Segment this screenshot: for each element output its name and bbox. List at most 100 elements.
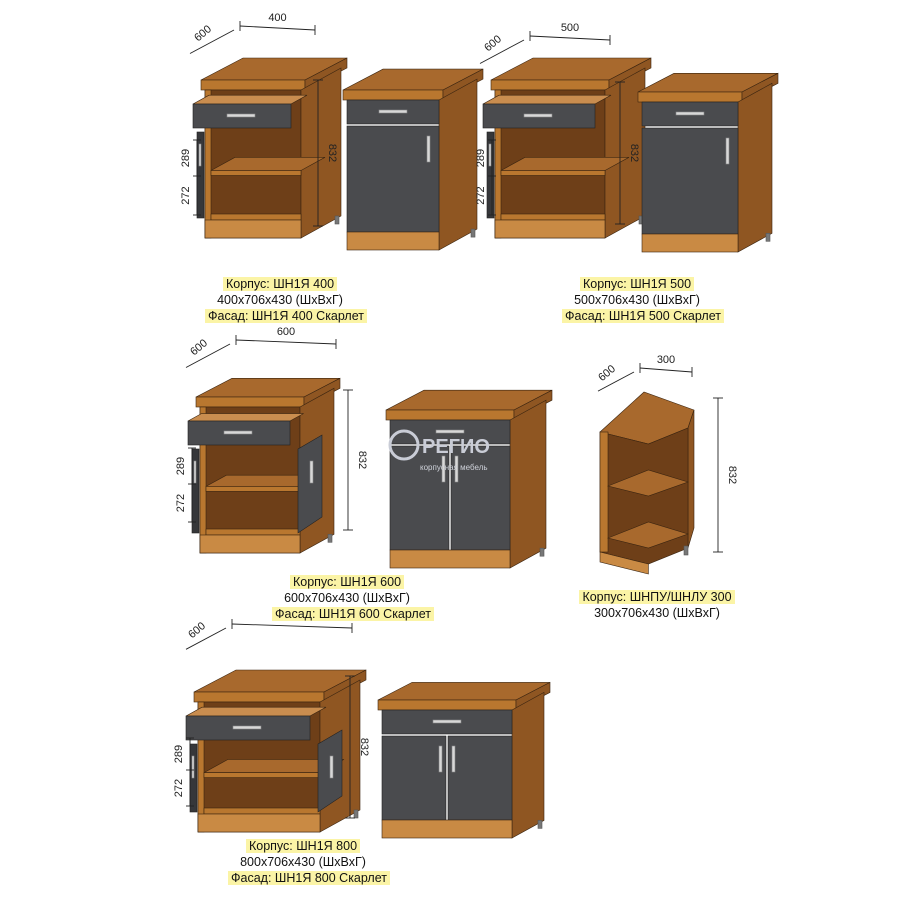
cabinet-500-closed: [637, 72, 779, 253]
cabinet-500-closed-door: [641, 127, 739, 235]
cabinet-600-open: [187, 377, 341, 554]
dim-depth-500: 600: [482, 33, 504, 54]
dim-lower-600: 272: [175, 494, 187, 512]
cabinet-800-closed-door-left: [381, 735, 447, 821]
dim-height-500: 832: [628, 144, 640, 162]
dim-height-600: 832: [356, 451, 368, 469]
dim-depth-line-600: [185, 343, 231, 368]
cabinet-400-open-countertop-edge: [200, 79, 306, 91]
cabinet-500-open-drawer-handle: [523, 113, 553, 118]
cabinet-800-closed: [377, 681, 551, 839]
cabinet-layer: [185, 57, 779, 839]
dim-width-400: 400: [268, 12, 286, 24]
dim-depth-600: 600: [188, 337, 210, 358]
cabinet-800-closed-body-side: [511, 691, 545, 839]
cabinet-800-open-drawer-box-top: [185, 706, 327, 717]
cabinet-800-open-leg: [353, 809, 359, 819]
dim-drawer-800: 289: [173, 745, 185, 763]
cabinet-800-closed-leg: [537, 820, 543, 829]
cabinet-600-open-drawer-handle: [223, 430, 253, 435]
cabinet-800-open-bottom-edge: [203, 807, 321, 815]
cabinet-400-open-door-open-handle: [198, 143, 202, 167]
cabinet-600-open-drawer-box-top: [187, 413, 304, 422]
cabinet-300-corner-side: [687, 409, 695, 549]
cabinet-800-open-door-right-handle: [329, 755, 334, 779]
watermark: РЕГИО корпусная мебель: [388, 429, 490, 472]
dim-lower-400: 272: [180, 186, 192, 204]
cabinet-400-open-plinth: [204, 219, 302, 239]
cabinet-500-open-bottom-edge: [500, 213, 606, 221]
dim-width-line-400: [239, 25, 316, 31]
caption-500: Корпус: ШН1Я 500 500х706х430 (ШхВхГ) Фас…: [562, 276, 724, 324]
dim-depth-line-300: [597, 371, 635, 392]
cabinet-800-open-shelf-edge: [203, 772, 321, 778]
dim-depth-300: 600: [596, 363, 618, 384]
cabinet-800-closed-door-right: [447, 735, 513, 821]
cabinet-400-closed-body-side: [438, 78, 478, 251]
cabinet-500-open-countertop-edge: [490, 79, 610, 91]
cabinet-600-open-door-right-open: [297, 434, 323, 534]
cabinet-600-closed-door-left-handle: [441, 455, 446, 483]
caption-800-line2: 800х706х430 (ШхВхГ): [240, 855, 366, 869]
watermark-brand: РЕГИО: [422, 436, 490, 458]
cabinet-500-closed-body-side: [737, 82, 773, 253]
caption-800-line1: Корпус: ШН1Я 800: [245, 839, 361, 853]
cabinet-800-open-drawer-handle: [232, 725, 262, 730]
cabinet-300-corner-shelf: [607, 469, 689, 497]
dim-depth-line-500: [479, 39, 525, 64]
dim-height-300: 832: [726, 466, 738, 484]
cabinet-400-closed-leg: [470, 228, 476, 238]
dim-drawer-600: 289: [175, 457, 187, 475]
cabinet-600-closed-countertop-edge: [385, 409, 515, 421]
caption-500-line3: Фасад: ШН1Я 500 Скарлет: [562, 309, 724, 323]
dim-width-300: 300: [657, 354, 675, 366]
cabinet-800-open: [185, 669, 367, 833]
cabinet-600-closed-plinth: [389, 549, 511, 569]
cabinet-500-open: [482, 57, 652, 239]
caption-400-line2: 400х706х430 (ШхВхГ): [217, 293, 343, 307]
caption-300: Корпус: ШНПУ/ШНЛУ 300 300х706х430 (ШхВхГ…: [572, 589, 742, 621]
dim-lower-800: 272: [173, 779, 185, 797]
cabinet-600-open-leg: [327, 533, 333, 543]
cabinet-500-open-door-open: [486, 131, 495, 219]
dim-width-line-600: [235, 339, 337, 345]
cabinet-400-closed: [342, 68, 484, 251]
cabinet-500-open-plinth: [494, 219, 606, 239]
dim-drawer-500: 289: [475, 149, 487, 167]
cabinet-600-closed-leg: [539, 547, 545, 557]
cabinet-400-open-leg: [334, 215, 340, 225]
caption-600: Корпус: ШН1Я 600 600х706х430 (ШхВхГ) Фас…: [272, 574, 434, 622]
cabinet-400-open-right-panel: [300, 67, 342, 239]
cabinet-400-open-shelf-edge: [210, 170, 302, 176]
cabinet-500-closed-plinth: [641, 233, 739, 253]
cabinet-500-open-drawer-box-top: [482, 94, 612, 105]
cabinet-400-open-drawer-handle: [226, 113, 256, 118]
caption-800: Корпус: ШН1Я 800 800х706х430 (ШхВхГ) Фас…: [228, 838, 390, 886]
cabinet-800-open-plinth: [197, 813, 321, 833]
dim-width-600: 600: [277, 326, 295, 338]
cabinet-500-closed-countertop-edge: [637, 91, 743, 103]
cabinet-800-open-door-open-handle: [191, 755, 195, 779]
dim-width-line-300: [639, 367, 693, 373]
cabinet-400-open-drawer-box-top: [192, 94, 308, 105]
cabinet-500-closed-door-handle: [725, 137, 730, 165]
caption-300-line1: Корпус: ШНПУ/ШНЛУ 300: [579, 590, 735, 604]
cabinet-600-open-countertop-edge: [195, 396, 305, 408]
watermark-logo-icon: [388, 429, 420, 461]
watermark-sub: корпусная мебель: [420, 463, 488, 472]
caption-600-line2: 600х706х430 (ШхВхГ): [284, 591, 410, 605]
cabinet-800-closed-countertop-edge: [377, 699, 517, 711]
cabinet-300-corner-leg: [683, 545, 689, 556]
cabinet-400-closed-door-handle: [426, 135, 431, 163]
cabinet-600-closed: [385, 389, 553, 569]
dimension-layer: 4006008322892725006008322892726006008322…: [173, 12, 738, 819]
dim-depth-line-400: [189, 29, 235, 54]
caption-800-line3: Фасад: ШН1Я 800 Скарлет: [228, 871, 390, 885]
caption-400: Корпус: ШН1Я 400 400х706х430 (ШхВхГ) Фас…: [205, 276, 367, 324]
cabinet-600-closed-drawer-handle: [435, 429, 465, 434]
cabinet-600-open-shelf-edge: [205, 486, 301, 492]
cabinet-800-closed-plinth: [381, 819, 513, 839]
dim-width-line-800: [231, 623, 353, 629]
cabinet-300-corner-bottom-shelf: [607, 521, 689, 549]
cabinet-800-closed-door-right-handle: [451, 745, 456, 773]
